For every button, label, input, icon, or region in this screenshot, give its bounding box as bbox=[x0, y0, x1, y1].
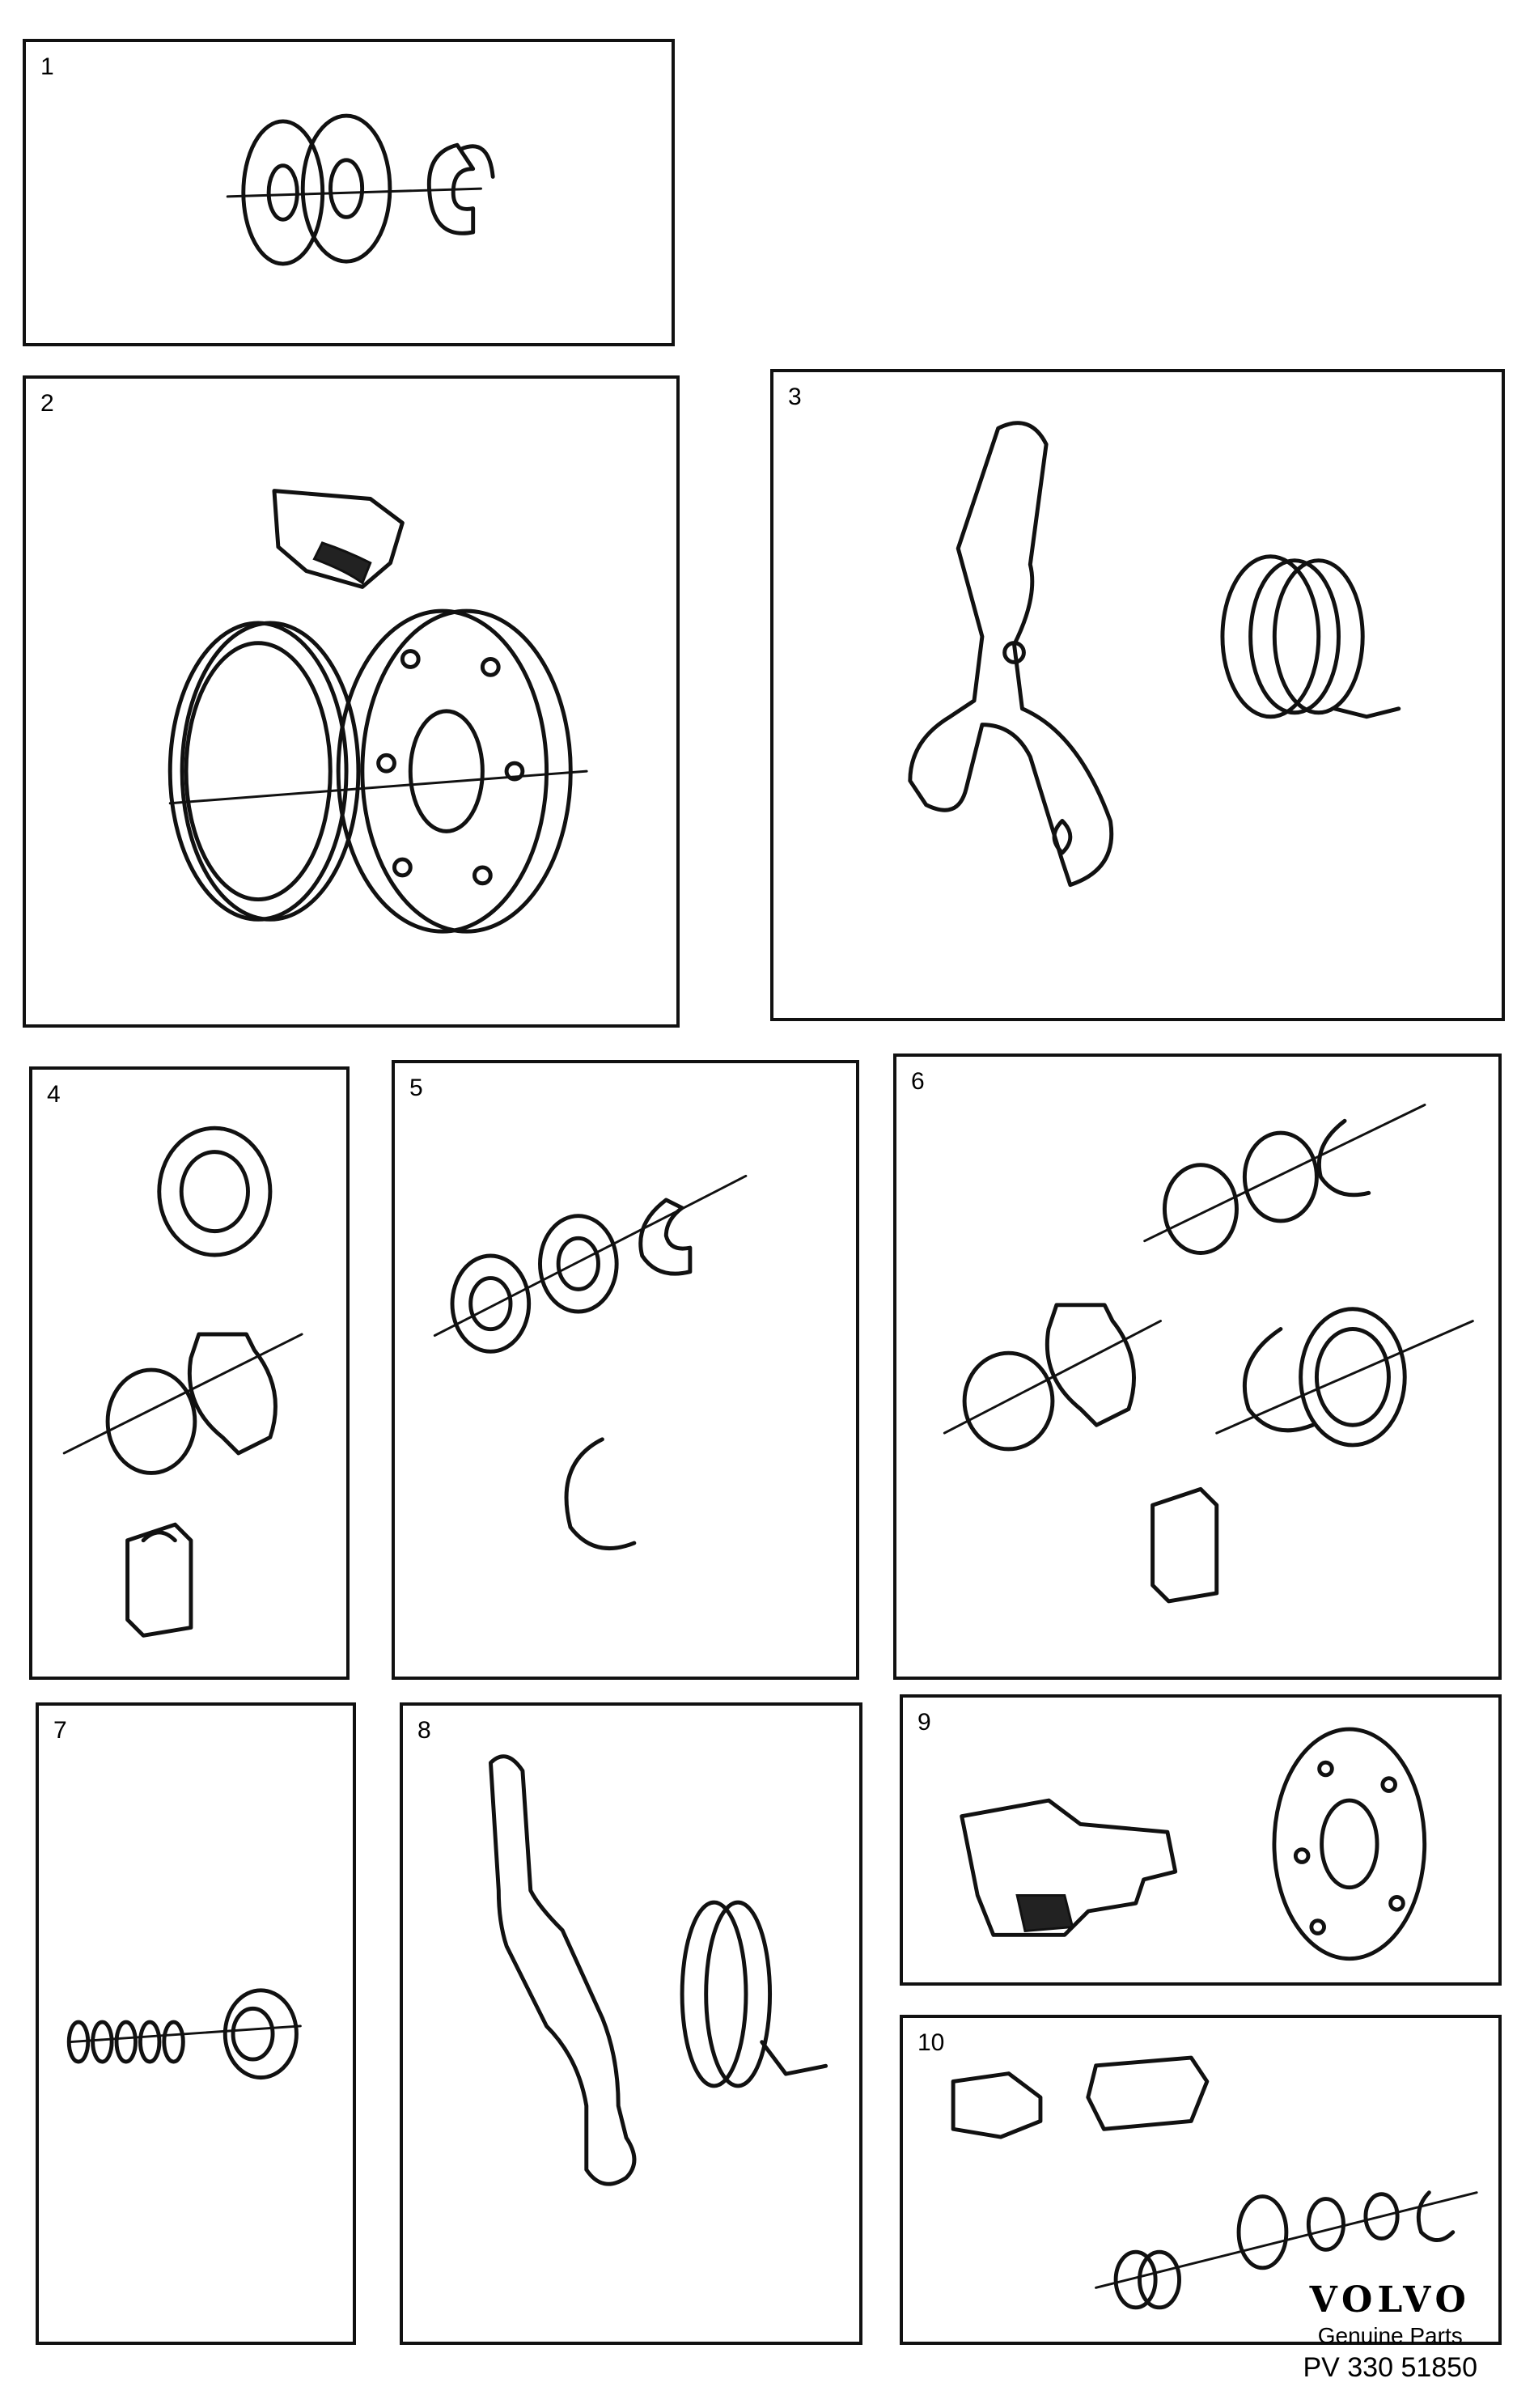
washer-set-illustration bbox=[226, 113, 495, 266]
seal-flange-illustration bbox=[167, 489, 588, 934]
panel-number: 2 bbox=[40, 390, 54, 417]
panel-number: 1 bbox=[40, 53, 54, 80]
panel-9: 9 bbox=[900, 1694, 1502, 1986]
ring-set-illustration bbox=[943, 1103, 1474, 1604]
lever-spring-illustration bbox=[488, 1754, 828, 2186]
panel-number: 3 bbox=[788, 384, 802, 410]
volvo-logo: VOLVO bbox=[1309, 2279, 1471, 2321]
panel-3: 3 bbox=[770, 369, 1505, 1021]
panel-number: 6 bbox=[911, 1068, 925, 1095]
part-code: PV 330 51850 bbox=[1303, 2352, 1477, 2383]
fork-spring-illustration bbox=[908, 421, 1401, 888]
panel-number: 4 bbox=[47, 1081, 61, 1108]
panel-number: 7 bbox=[53, 1717, 67, 1744]
small-parts-illustration bbox=[951, 2055, 1478, 2310]
panel-number: 10 bbox=[917, 2029, 945, 2056]
panel-number: 8 bbox=[417, 1717, 431, 1744]
panel-number: 9 bbox=[917, 1709, 931, 1736]
panel-7: 7 bbox=[36, 1702, 356, 2345]
rings-circlip-illustration bbox=[433, 1174, 748, 1550]
brand-block: VOLVO Genuine Parts PV 330 51850 bbox=[1303, 2283, 1477, 2384]
block-disc-illustration bbox=[960, 1727, 1427, 1961]
panel-number: 5 bbox=[409, 1075, 423, 1101]
panel-2: 2 bbox=[23, 375, 680, 1028]
panel-1: 1 bbox=[23, 39, 675, 346]
panel-5: 5 bbox=[392, 1060, 859, 1680]
panel-8: 8 bbox=[400, 1702, 862, 2345]
panel-10: 10 bbox=[900, 2015, 1502, 2345]
panel-6: 6 bbox=[893, 1054, 1502, 1680]
bushing-disc-illustration bbox=[62, 1126, 303, 1638]
brand-subtitle: Genuine Parts bbox=[1317, 2323, 1463, 2348]
panel-4: 4 bbox=[29, 1066, 350, 1680]
spring-cup-illustration bbox=[66, 1988, 302, 2080]
